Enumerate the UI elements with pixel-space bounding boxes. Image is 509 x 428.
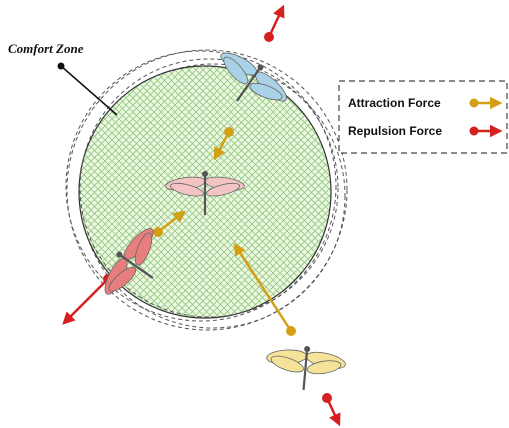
repulsion-arrow-top [264, 7, 283, 42]
legend-label-repulsion: Repulsion Force [348, 124, 442, 138]
repulsion-arrow-bottom [322, 393, 339, 424]
comfort-zone-label: Comfort Zone [8, 41, 84, 56]
legend-label-attraction: Attraction Force [348, 96, 441, 110]
dragonfly-yellow-icon [263, 343, 347, 394]
legend: Attraction Force Repulsion Force [339, 81, 507, 153]
legend-box [339, 81, 507, 153]
repulsion-arrow-left [64, 274, 113, 323]
